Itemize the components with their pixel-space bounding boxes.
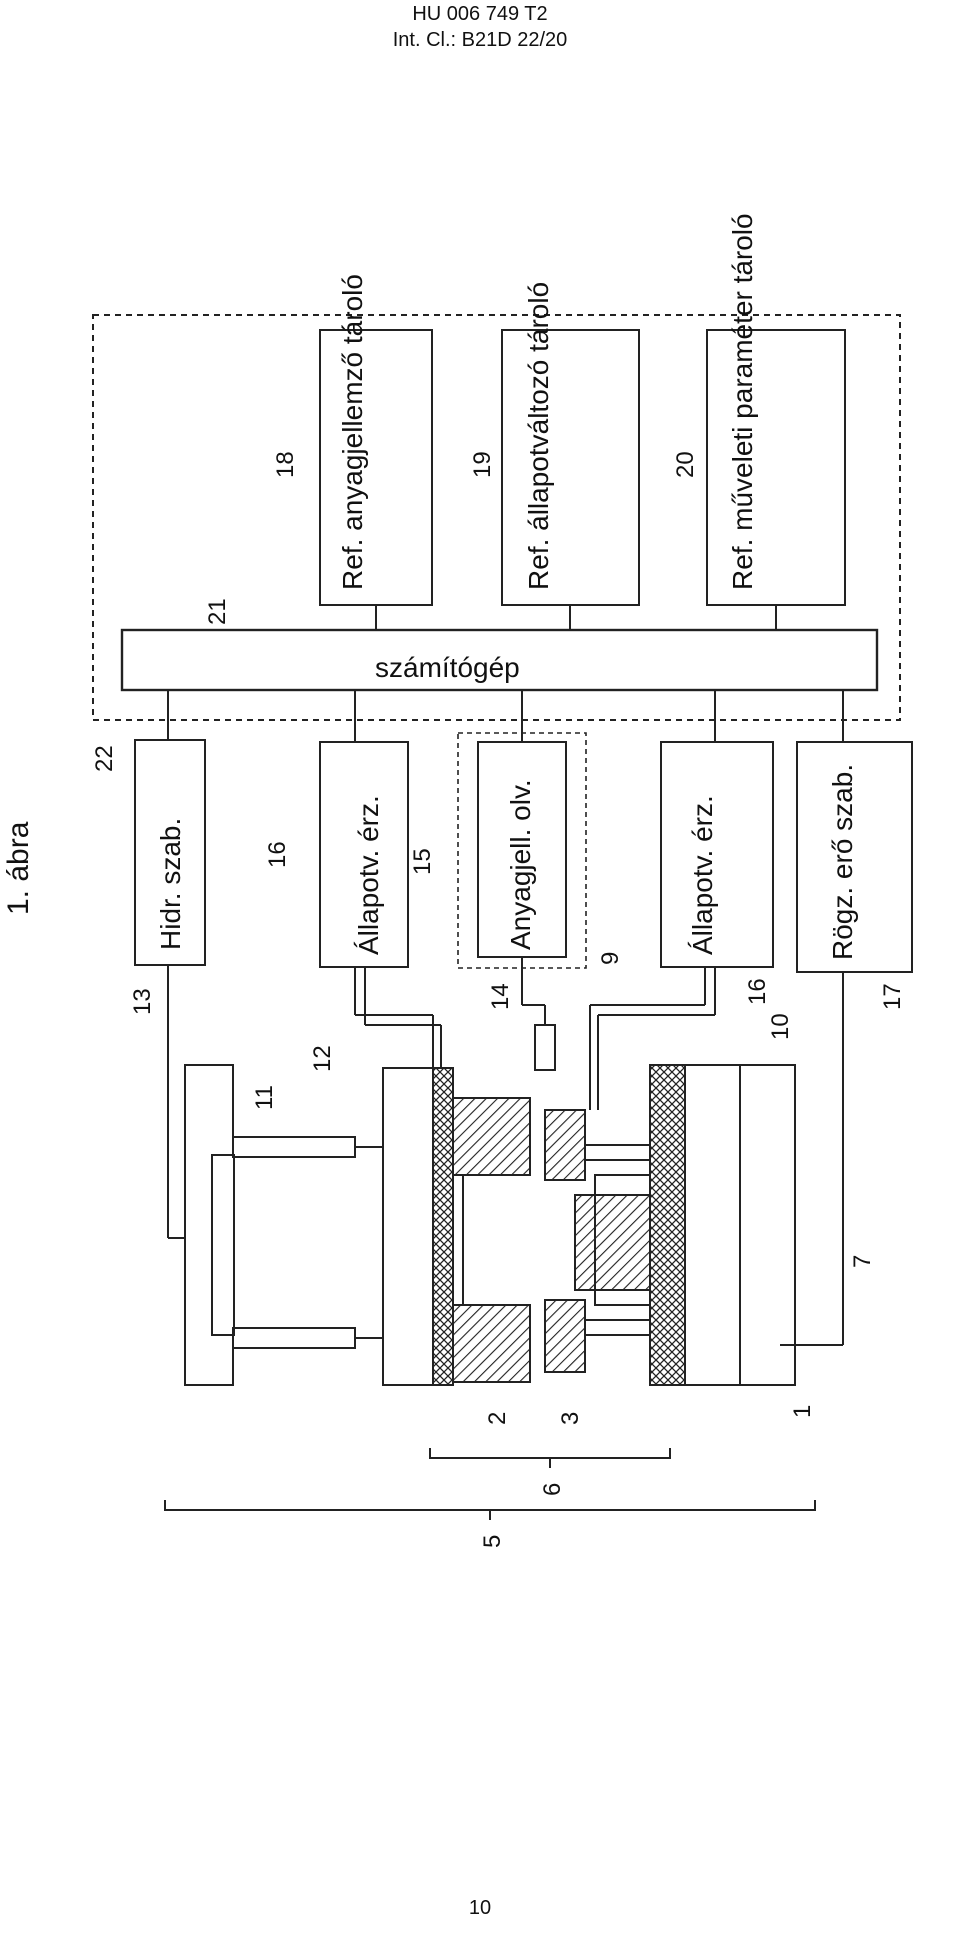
classification: Int. Cl.: B21D 22/20 <box>392 29 568 51</box>
ref-num-17: 17 <box>879 983 906 1010</box>
ref-num-13: 13 <box>129 988 156 1015</box>
ref-num-12: 12 <box>309 1045 336 1072</box>
page-number: 10 <box>468 1897 492 1919</box>
ref-num-16-lower: 16 <box>744 978 771 1005</box>
ref-num-19: 19 <box>469 451 496 478</box>
material-reader-box <box>477 741 567 958</box>
ref-num-6: 6 <box>539 1483 566 1496</box>
ref-material-store-box <box>319 329 433 606</box>
ref-num-7: 7 <box>849 1255 876 1268</box>
hydraulic-controller-box <box>134 739 206 966</box>
state-sensor-upper-box <box>319 741 409 968</box>
ref-num-20: 20 <box>672 451 699 478</box>
ref-process-store-box <box>706 329 846 606</box>
brace-6 <box>429 1448 671 1468</box>
ref-num-2: 2 <box>484 1412 511 1425</box>
reference-numerals: 1 2 3 5 6 7 9 10 11 12 13 14 15 16 16 17… <box>91 451 906 1548</box>
ref-num-22: 22 <box>91 745 118 772</box>
ref-num-11: 11 <box>251 1085 278 1110</box>
ref-num-18: 18 <box>272 451 299 478</box>
ref-material-store-label: Ref. anyagjellemző tároló <box>337 274 368 590</box>
brace-5 <box>164 1500 816 1520</box>
patent-number: HU 006 749 T2 <box>412 3 548 25</box>
computer-box <box>120 628 879 692</box>
ref-state-store-box <box>501 329 640 606</box>
state-sensor-lower-label: Állapotv. érz. <box>687 795 718 955</box>
ref-num-15: 15 <box>409 848 436 875</box>
ref-num-3: 3 <box>557 1412 584 1425</box>
ref-num-1: 1 <box>789 1405 816 1418</box>
hydraulic-controller-label: Hidr. szab. <box>155 818 186 950</box>
ref-num-16-upper: 16 <box>264 841 291 868</box>
holding-force-controller-label: Rögz. erő szab. <box>827 764 858 960</box>
press-machine <box>167 957 844 1386</box>
ref-num-14: 14 <box>487 983 514 1010</box>
holding-force-controller-box <box>796 741 913 973</box>
ref-num-9: 9 <box>597 952 624 965</box>
figure-caption: 1. ábra <box>2 821 35 915</box>
material-reader-label: Anyagjell. olv. <box>505 779 536 950</box>
state-sensor-upper-label: Állapotv. érz. <box>353 795 384 955</box>
state-sensor-lower-box <box>660 741 774 968</box>
ref-num-21: 21 <box>204 598 231 625</box>
ref-state-store-label: Ref. állapotváltozó tároló <box>523 282 554 590</box>
ref-process-store-label: Ref. műveleti paraméter tároló <box>727 213 758 590</box>
ref-num-10: 10 <box>767 1013 794 1040</box>
ref-num-5: 5 <box>479 1535 506 1548</box>
computer-label: számítógép <box>375 652 520 683</box>
